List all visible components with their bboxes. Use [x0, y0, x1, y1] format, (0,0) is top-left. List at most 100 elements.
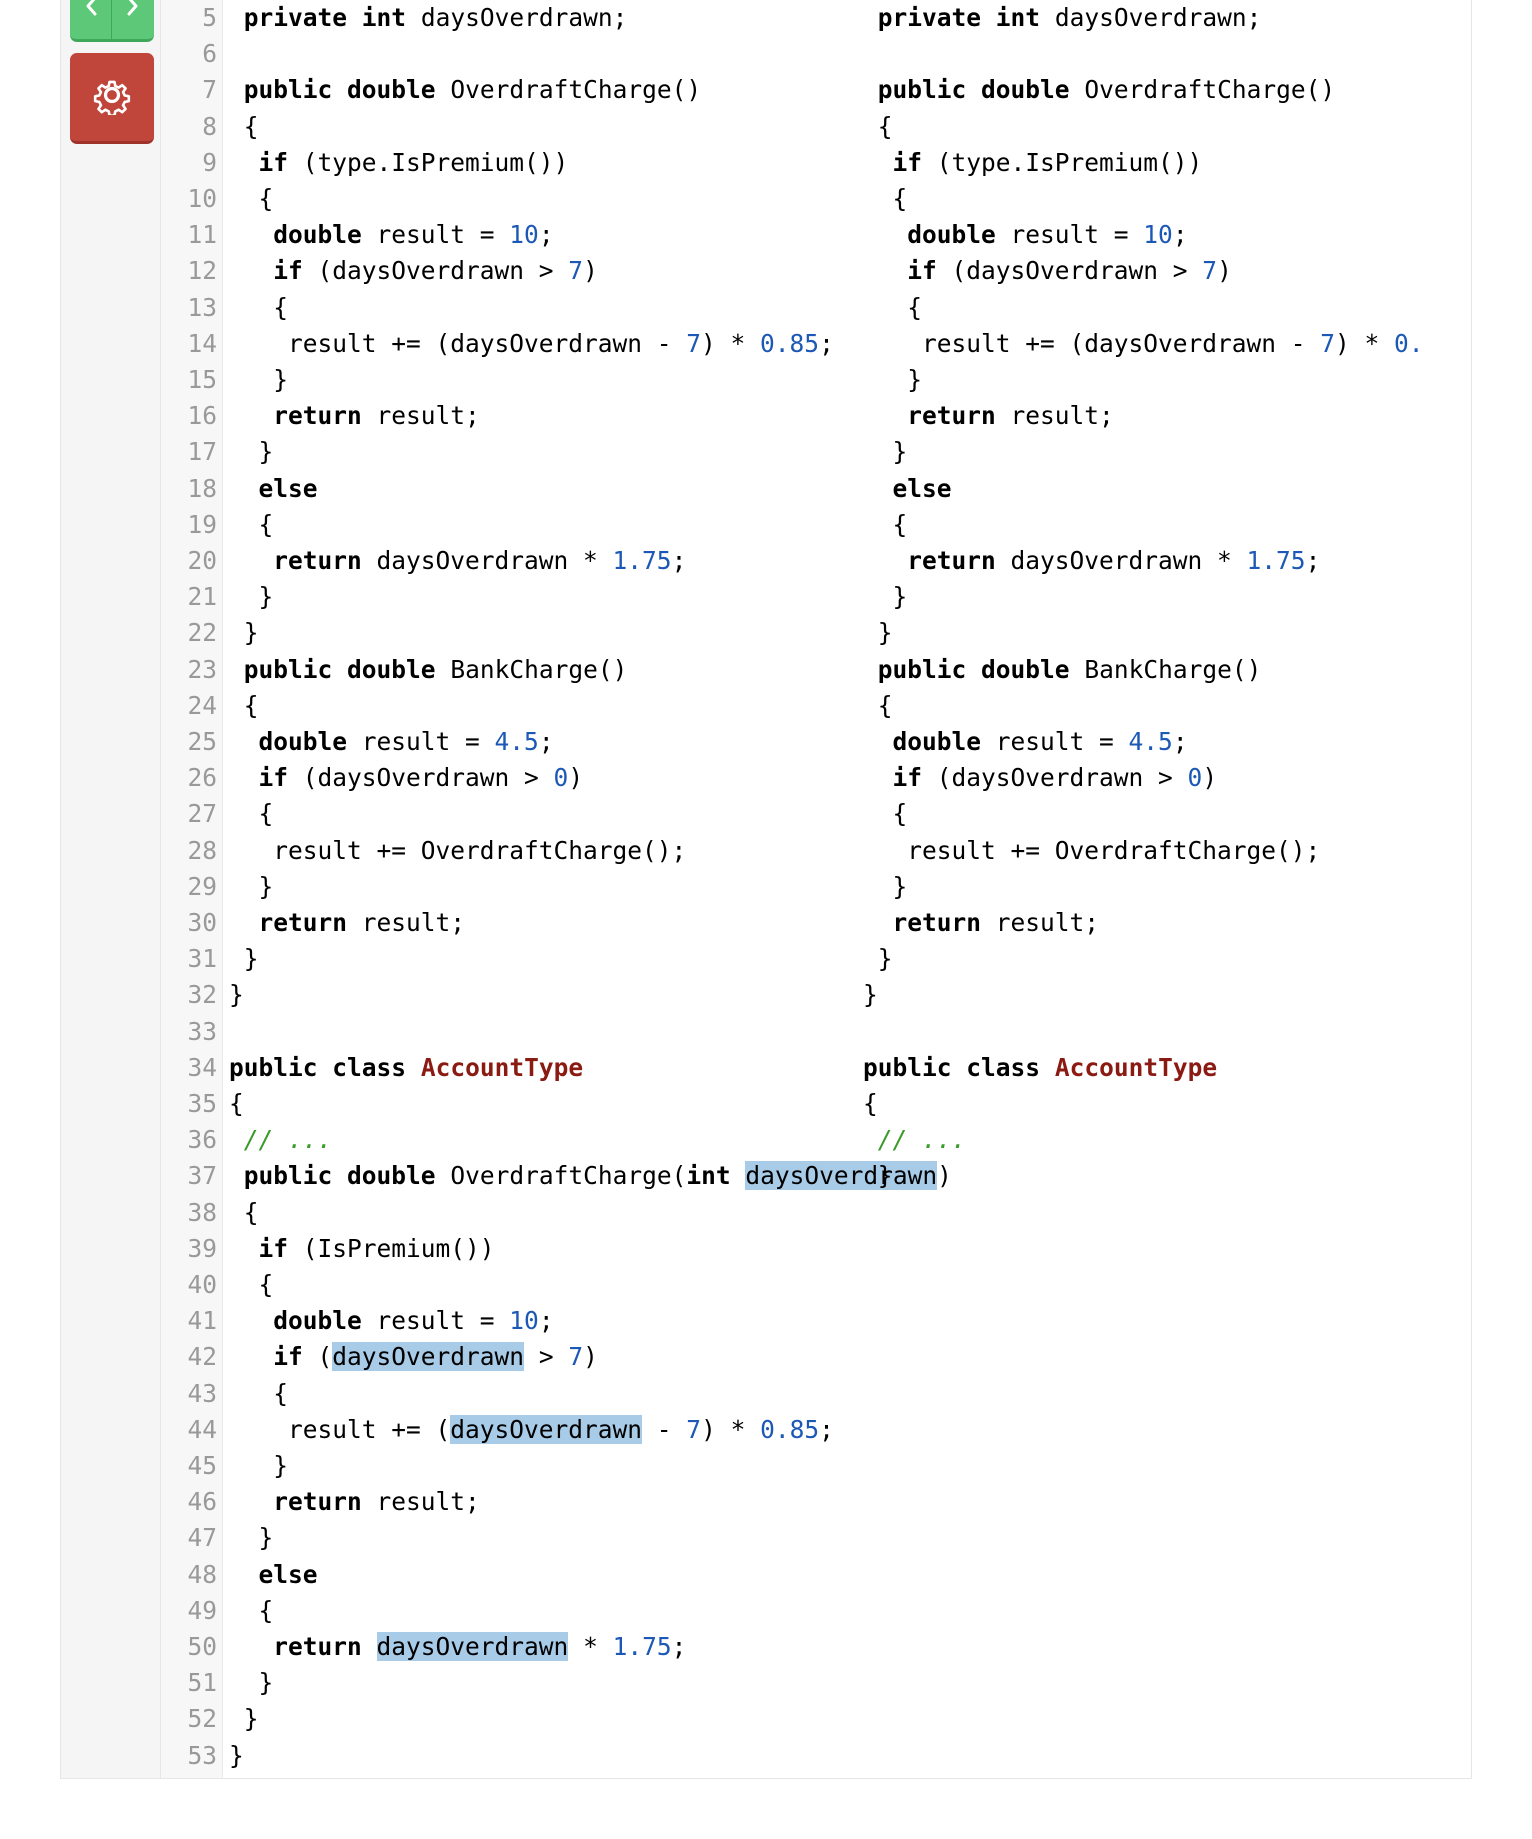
line-number: 46: [187, 1487, 217, 1517]
code-token: double: [273, 1306, 362, 1336]
code-token: daysOverdrawn *: [361, 546, 613, 575]
code-token: {: [229, 184, 274, 213]
code-token: {: [229, 690, 259, 720]
code-token: ;: [538, 727, 554, 756]
code-token: else: [892, 473, 952, 503]
code-indent: [863, 763, 893, 792]
line-number: 33: [187, 1016, 217, 1046]
line-number: 5: [202, 3, 217, 32]
code-token: result += (: [229, 1414, 451, 1444]
code-line: else: [863, 471, 952, 507]
code-token: public: [229, 1052, 318, 1082]
code-token: double: [347, 75, 436, 105]
code-line: {: [863, 290, 922, 326]
code-line: }: [863, 615, 893, 651]
code-token: ): [1202, 763, 1218, 793]
line-number: 11: [187, 220, 217, 250]
code-token: -: [642, 1414, 687, 1444]
code-indent: [229, 148, 259, 177]
code-token: result;: [347, 908, 466, 937]
line-number: 53: [187, 1740, 217, 1770]
code-token: public: [877, 654, 967, 684]
code-indent: [952, 1053, 967, 1082]
code-indent: [229, 546, 273, 575]
code-token: double: [907, 220, 996, 250]
code-token: public: [863, 1052, 952, 1082]
code-token: 4.5: [1128, 727, 1173, 756]
toolbar: [61, 0, 161, 1778]
code-token: ;: [538, 1306, 554, 1336]
code-line: // ...: [863, 1122, 967, 1158]
code-line: public double OverdraftCharge(int daysOv…: [229, 1158, 952, 1194]
code-line: {: [863, 796, 908, 832]
code-line: {: [229, 290, 288, 326]
code-token: }: [229, 582, 274, 612]
code-token: 4.5: [494, 727, 539, 756]
code-token: {: [229, 1197, 259, 1227]
code-indent: [229, 1487, 273, 1516]
line-number: 40: [187, 1270, 217, 1299]
code-token: 0.85: [760, 328, 820, 358]
code-line: public double OverdraftCharge(): [863, 72, 1335, 108]
code-indent: [981, 3, 996, 32]
code-line: }: [229, 941, 259, 977]
code-token: 0: [1187, 763, 1203, 793]
code-line: public double BankCharge(): [229, 652, 628, 688]
code-token: 10: [509, 220, 539, 250]
code-token: }: [229, 1451, 289, 1480]
diff-navigation-button[interactable]: [70, 0, 154, 42]
code-indent: [332, 75, 347, 104]
code-token: if: [907, 256, 937, 286]
code-token: ;: [671, 1632, 687, 1661]
code-line: public class AccountType: [863, 1050, 1217, 1086]
code-token: return: [273, 401, 362, 431]
settings-button[interactable]: [70, 53, 154, 144]
code-token: daysOverdrawn: [332, 1342, 525, 1372]
line-number: 22: [187, 618, 217, 648]
code-line: return result;: [229, 905, 466, 941]
code-token: public: [243, 654, 333, 684]
code-line: }: [229, 362, 288, 398]
code-indent: [229, 1632, 273, 1661]
code-token: return: [273, 546, 362, 575]
code-token: ;: [819, 1414, 834, 1444]
code-line: result += (daysOverdrawn - 7) * 0.85;: [229, 1412, 834, 1448]
code-indent: [863, 908, 893, 937]
code-token: ;: [1172, 727, 1188, 756]
code-indent: [229, 75, 244, 104]
code-token: 1.75: [1246, 546, 1306, 575]
code-line: {: [229, 688, 259, 724]
code-token: if: [892, 147, 923, 177]
code-line: double result = 10;: [863, 217, 1187, 253]
line-number: 37: [187, 1161, 217, 1191]
chevron-left-icon[interactable]: [82, 0, 102, 20]
code-line: {: [863, 688, 893, 724]
code-line: {: [863, 1086, 878, 1122]
chevron-right-icon[interactable]: [122, 0, 142, 20]
code-token: return: [273, 1487, 362, 1517]
code-line: if (daysOverdrawn > 0): [229, 760, 584, 796]
code-line: if (daysOverdrawn > 7): [229, 1339, 598, 1375]
code-line: if (daysOverdrawn > 7): [863, 253, 1232, 289]
code-indent: [863, 474, 893, 503]
code-token: if: [258, 147, 289, 177]
code-token: {: [229, 1270, 274, 1299]
code-token: 10: [509, 1306, 539, 1336]
code-token: if: [258, 763, 289, 793]
code-line: double result = 4.5;: [229, 724, 554, 760]
code-token: [406, 1053, 421, 1082]
line-number: 10: [187, 184, 217, 213]
code-token: result;: [361, 1487, 480, 1517]
code-line: {: [229, 1086, 244, 1122]
code-line: public double OverdraftCharge(): [229, 72, 701, 108]
code-line: result += (daysOverdrawn - 7) * 0.: [863, 326, 1424, 362]
code-token: result += (daysOverdrawn -: [863, 328, 1321, 358]
code-indent: [863, 256, 907, 285]
line-number: 20: [187, 546, 217, 575]
code-token: {: [863, 184, 908, 213]
code-token: }: [229, 1668, 274, 1698]
code-token: daysOverdrawn: [745, 1161, 938, 1191]
code-token: }: [863, 437, 908, 467]
